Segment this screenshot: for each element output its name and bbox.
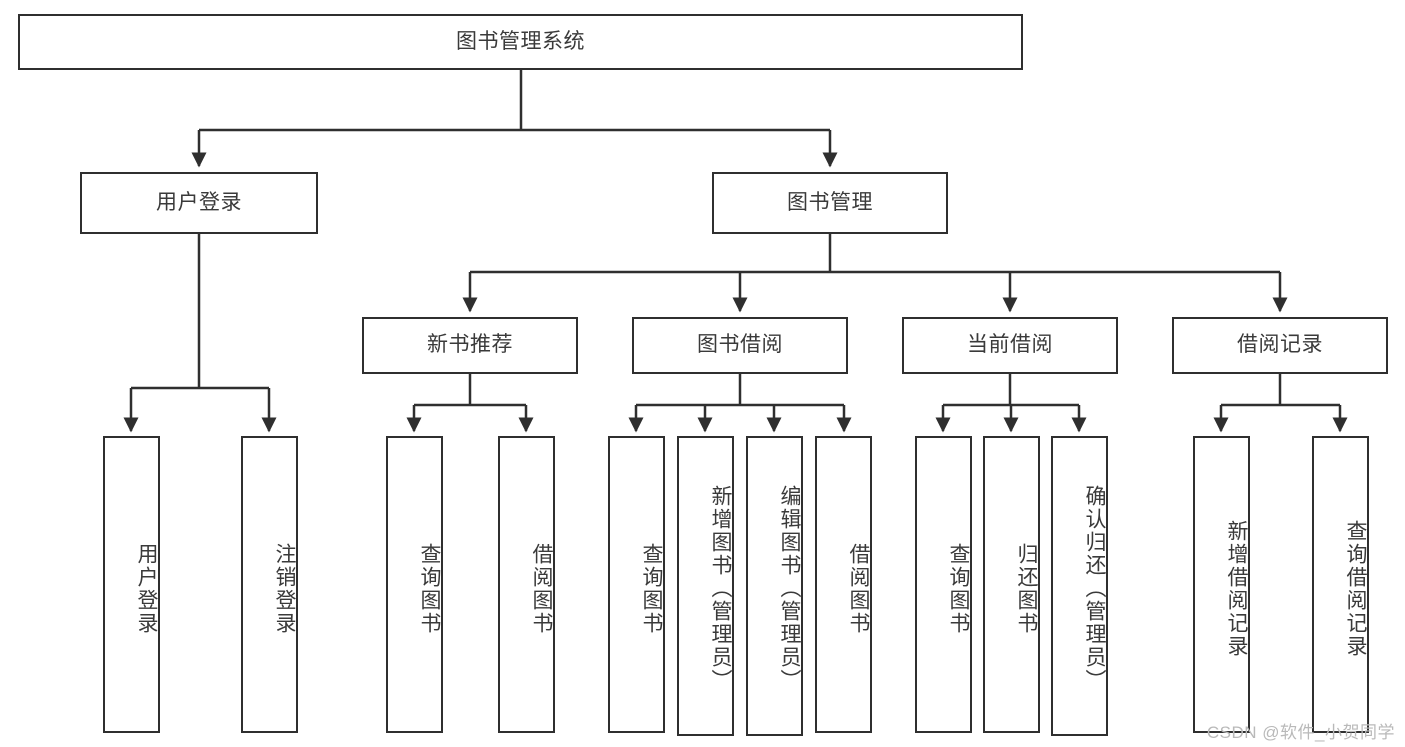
leaf-nb-borrow-book-label: 借阅图书: [530, 542, 553, 635]
node-book-manage-label: 图书管理: [787, 190, 873, 214]
node-current-borrow[interactable]: 当前借阅: [902, 317, 1118, 374]
leaf-cb-query-book-label: 查询图书: [947, 542, 970, 635]
node-book-borrow-label: 图书借阅: [697, 333, 783, 357]
node-user-login-label: 用户登录: [156, 190, 242, 214]
node-user-login[interactable]: 用户登录: [80, 172, 318, 234]
leaf-nb-query-book-label: 查询图书: [418, 542, 441, 635]
leaf-bb-add-book-admin[interactable]: 新增图书（管理员）: [677, 436, 734, 736]
leaf-cb-return-book[interactable]: 归还图书: [983, 436, 1040, 733]
leaf-cb-confirm-return-admin[interactable]: 确认归还（管理员）: [1051, 436, 1108, 736]
node-root-label: 图书管理系统: [456, 29, 585, 53]
watermark: CSDN @软件_小贺同学: [1206, 723, 1395, 742]
leaf-bb-query-book[interactable]: 查询图书: [608, 436, 665, 733]
leaf-logout[interactable]: 注销登录: [241, 436, 298, 733]
node-book-manage[interactable]: 图书管理: [712, 172, 948, 234]
node-new-book-recommend[interactable]: 新书推荐: [362, 317, 578, 374]
leaf-br-query-record-label: 查询借阅记录: [1344, 519, 1367, 658]
leaf-bb-edit-book-admin-label: 编辑图书（管理员）: [778, 484, 801, 692]
node-book-borrow[interactable]: 图书借阅: [632, 317, 848, 374]
leaf-bb-query-book-label: 查询图书: [640, 542, 663, 635]
node-borrow-record-label: 借阅记录: [1237, 333, 1323, 357]
leaf-bb-edit-book-admin[interactable]: 编辑图书（管理员）: [746, 436, 803, 736]
leaf-br-add-record-label: 新增借阅记录: [1225, 519, 1248, 658]
leaf-bb-add-book-admin-label: 新增图书（管理员）: [709, 484, 732, 692]
leaf-user-login[interactable]: 用户登录: [103, 436, 160, 733]
leaf-br-add-record[interactable]: 新增借阅记录: [1193, 436, 1250, 733]
leaf-nb-borrow-book[interactable]: 借阅图书: [498, 436, 555, 733]
node-borrow-record[interactable]: 借阅记录: [1172, 317, 1388, 374]
leaf-br-query-record[interactable]: 查询借阅记录: [1312, 436, 1369, 733]
leaf-user-login-label: 用户登录: [135, 542, 158, 635]
leaf-cb-return-book-label: 归还图书: [1015, 542, 1038, 635]
node-current-borrow-label: 当前借阅: [967, 333, 1053, 357]
leaf-nb-query-book[interactable]: 查询图书: [386, 436, 443, 733]
leaf-cb-query-book[interactable]: 查询图书: [915, 436, 972, 733]
node-new-book-recommend-label: 新书推荐: [427, 333, 513, 357]
leaf-logout-label: 注销登录: [273, 542, 296, 635]
leaf-bb-borrow-book[interactable]: 借阅图书: [815, 436, 872, 733]
leaf-cb-confirm-return-admin-label: 确认归还（管理员）: [1083, 484, 1106, 692]
leaf-bb-borrow-book-label: 借阅图书: [847, 542, 870, 635]
node-root[interactable]: 图书管理系统: [18, 14, 1023, 70]
